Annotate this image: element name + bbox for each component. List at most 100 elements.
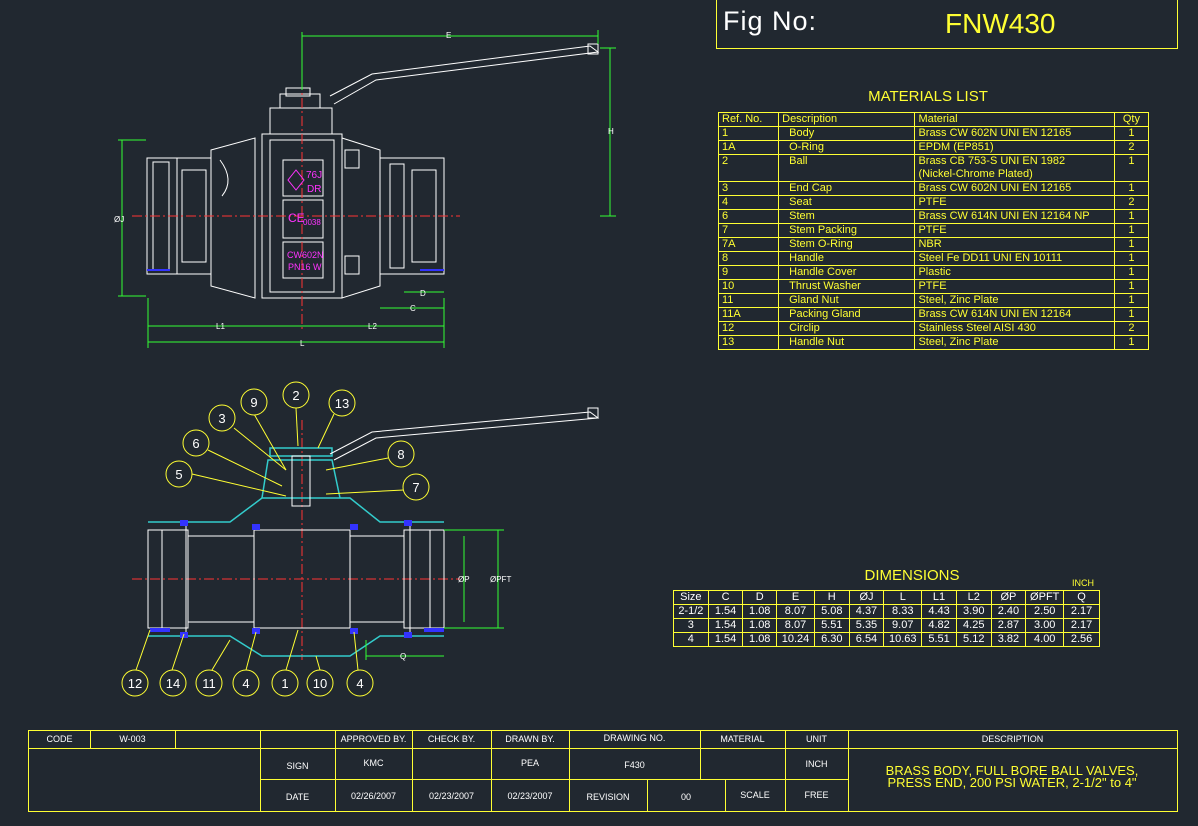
unit-label: UNIT (806, 734, 827, 744)
dim-value-cell: 2.17 (1063, 618, 1100, 633)
dim-col-header: ØJ (848, 590, 885, 605)
dim-value-cell: 3.00 (1025, 618, 1065, 633)
mark-ce-number: 0038 (303, 218, 321, 227)
dim-value-cell: 4.82 (921, 618, 957, 633)
tb-line (700, 731, 701, 779)
drawing-description: BRASS BODY, FULL BORE BALL VALVES, PRESS… (849, 763, 1175, 789)
dim-value-cell: 8.07 (776, 604, 815, 619)
elevation-dim-labels: E H ØJ D C L1 L2 L (114, 31, 614, 348)
balloon-circle (182, 429, 210, 457)
ref-no-cell: 11 (717, 293, 780, 308)
tb-line (647, 779, 648, 811)
description-cell: Seat (778, 195, 916, 210)
material-cell: Stainless Steel AISI 430 (914, 321, 1115, 336)
ref-no-cell: 8 (717, 251, 780, 266)
description-line-1: BRASS BODY, FULL BORE BALL VALVES, (885, 763, 1139, 778)
dim-col-header: C (707, 590, 744, 605)
title-block: CODE W-003 APPROVED BY. CHECK BY. DRAWN … (28, 730, 1178, 812)
description-cell: Stem O-Ring (778, 237, 916, 252)
scale-label: SCALE (740, 790, 770, 800)
material-cell: Plastic (914, 265, 1115, 280)
tb-line (491, 731, 492, 811)
balloon-circle (402, 473, 430, 501)
sign-label: SIGN (286, 761, 309, 771)
material-cell: PTFE (914, 279, 1115, 294)
revision-label: REVISION (586, 792, 630, 802)
centerlines (132, 62, 460, 660)
dim-value-cell: 4.37 (848, 604, 885, 619)
code-label: CODE (46, 734, 73, 744)
material-cell: Steel Fe DD11 UNI EN 10111 (914, 251, 1115, 266)
approved-date: 02/26/2007 (350, 791, 397, 801)
balloon-label: 3 (218, 411, 225, 426)
qty-cell: 1 (1113, 223, 1150, 238)
material-cell: Brass CW 602N UNI EN 12165 (914, 126, 1115, 141)
ref-no-cell: 3 (717, 181, 780, 196)
section-view (148, 447, 444, 657)
qty-cell: 2 (1113, 140, 1150, 155)
ref-no-cell: 13 (717, 335, 780, 350)
balloon-circle (165, 460, 193, 488)
dim-value-cell: 5.51 (813, 618, 850, 633)
material-cell: NBR (914, 237, 1115, 252)
dim-value-cell: 8.33 (883, 604, 923, 619)
approved-sign: KMC (363, 758, 384, 768)
balloon-circle (271, 669, 299, 697)
description-cell: Body (778, 126, 916, 141)
dim-size-cell: 2-1/2 (673, 604, 709, 619)
ref-no-cell: 2 (717, 154, 780, 182)
material-label: MATERIAL (720, 734, 765, 744)
drawing-no-label: DRAWING NO. (603, 733, 666, 743)
ref-no-cell: 11A (717, 307, 780, 322)
approved-label: APPROVED BY. (340, 734, 407, 744)
balloon-circle (282, 381, 310, 409)
dim-col-header: D (742, 590, 778, 605)
section-dim-labels: ØP ØPFT Q (400, 575, 511, 661)
tb-line (725, 779, 726, 811)
balloon-circle (232, 669, 260, 697)
dim-label-e: E (446, 31, 451, 40)
ref-no-cell: 7 (717, 223, 780, 238)
balloon-labels: 9 2 13 3 6 8 5 7 12 14 11 4 1 10 4 (128, 388, 420, 691)
dim-value-cell: 3.82 (990, 632, 1027, 647)
dim-value-cell: 3.90 (955, 604, 992, 619)
dim-value-cell: 6.30 (813, 632, 850, 647)
tb-line (335, 731, 336, 811)
balloon-label: 9 (250, 395, 257, 410)
diamond-logo-icon (287, 169, 305, 191)
dim-col-header: E (776, 590, 815, 605)
tb-line (260, 731, 261, 811)
materials-header-row: Ref. No. Description Material Qty (717, 112, 1150, 127)
dim-label-q: Q (400, 652, 406, 661)
dim-col-header: L (883, 590, 923, 605)
col-header-description: Description (778, 112, 916, 127)
balloon-label: 2 (292, 388, 299, 403)
description-cell: Ball (778, 154, 916, 182)
ref-no-cell: 10 (717, 279, 780, 294)
qty-cell: 1 (1113, 335, 1150, 350)
revision-value: 00 (680, 792, 691, 802)
materials-title: MATERIALS LIST (868, 88, 988, 105)
balloon-circle (195, 669, 223, 697)
mark-material: CW602N (287, 250, 324, 260)
section-dimensions (365, 529, 504, 660)
qty-cell: 1 (1113, 293, 1150, 308)
description-cell: Packing Gland (778, 307, 916, 322)
balloon-label: 6 (192, 436, 199, 451)
dim-value-cell: 2.50 (1025, 604, 1065, 619)
date-label: DATE (285, 792, 310, 802)
ref-no-cell: 9 (717, 265, 780, 280)
dim-size-cell: 4 (673, 632, 709, 647)
